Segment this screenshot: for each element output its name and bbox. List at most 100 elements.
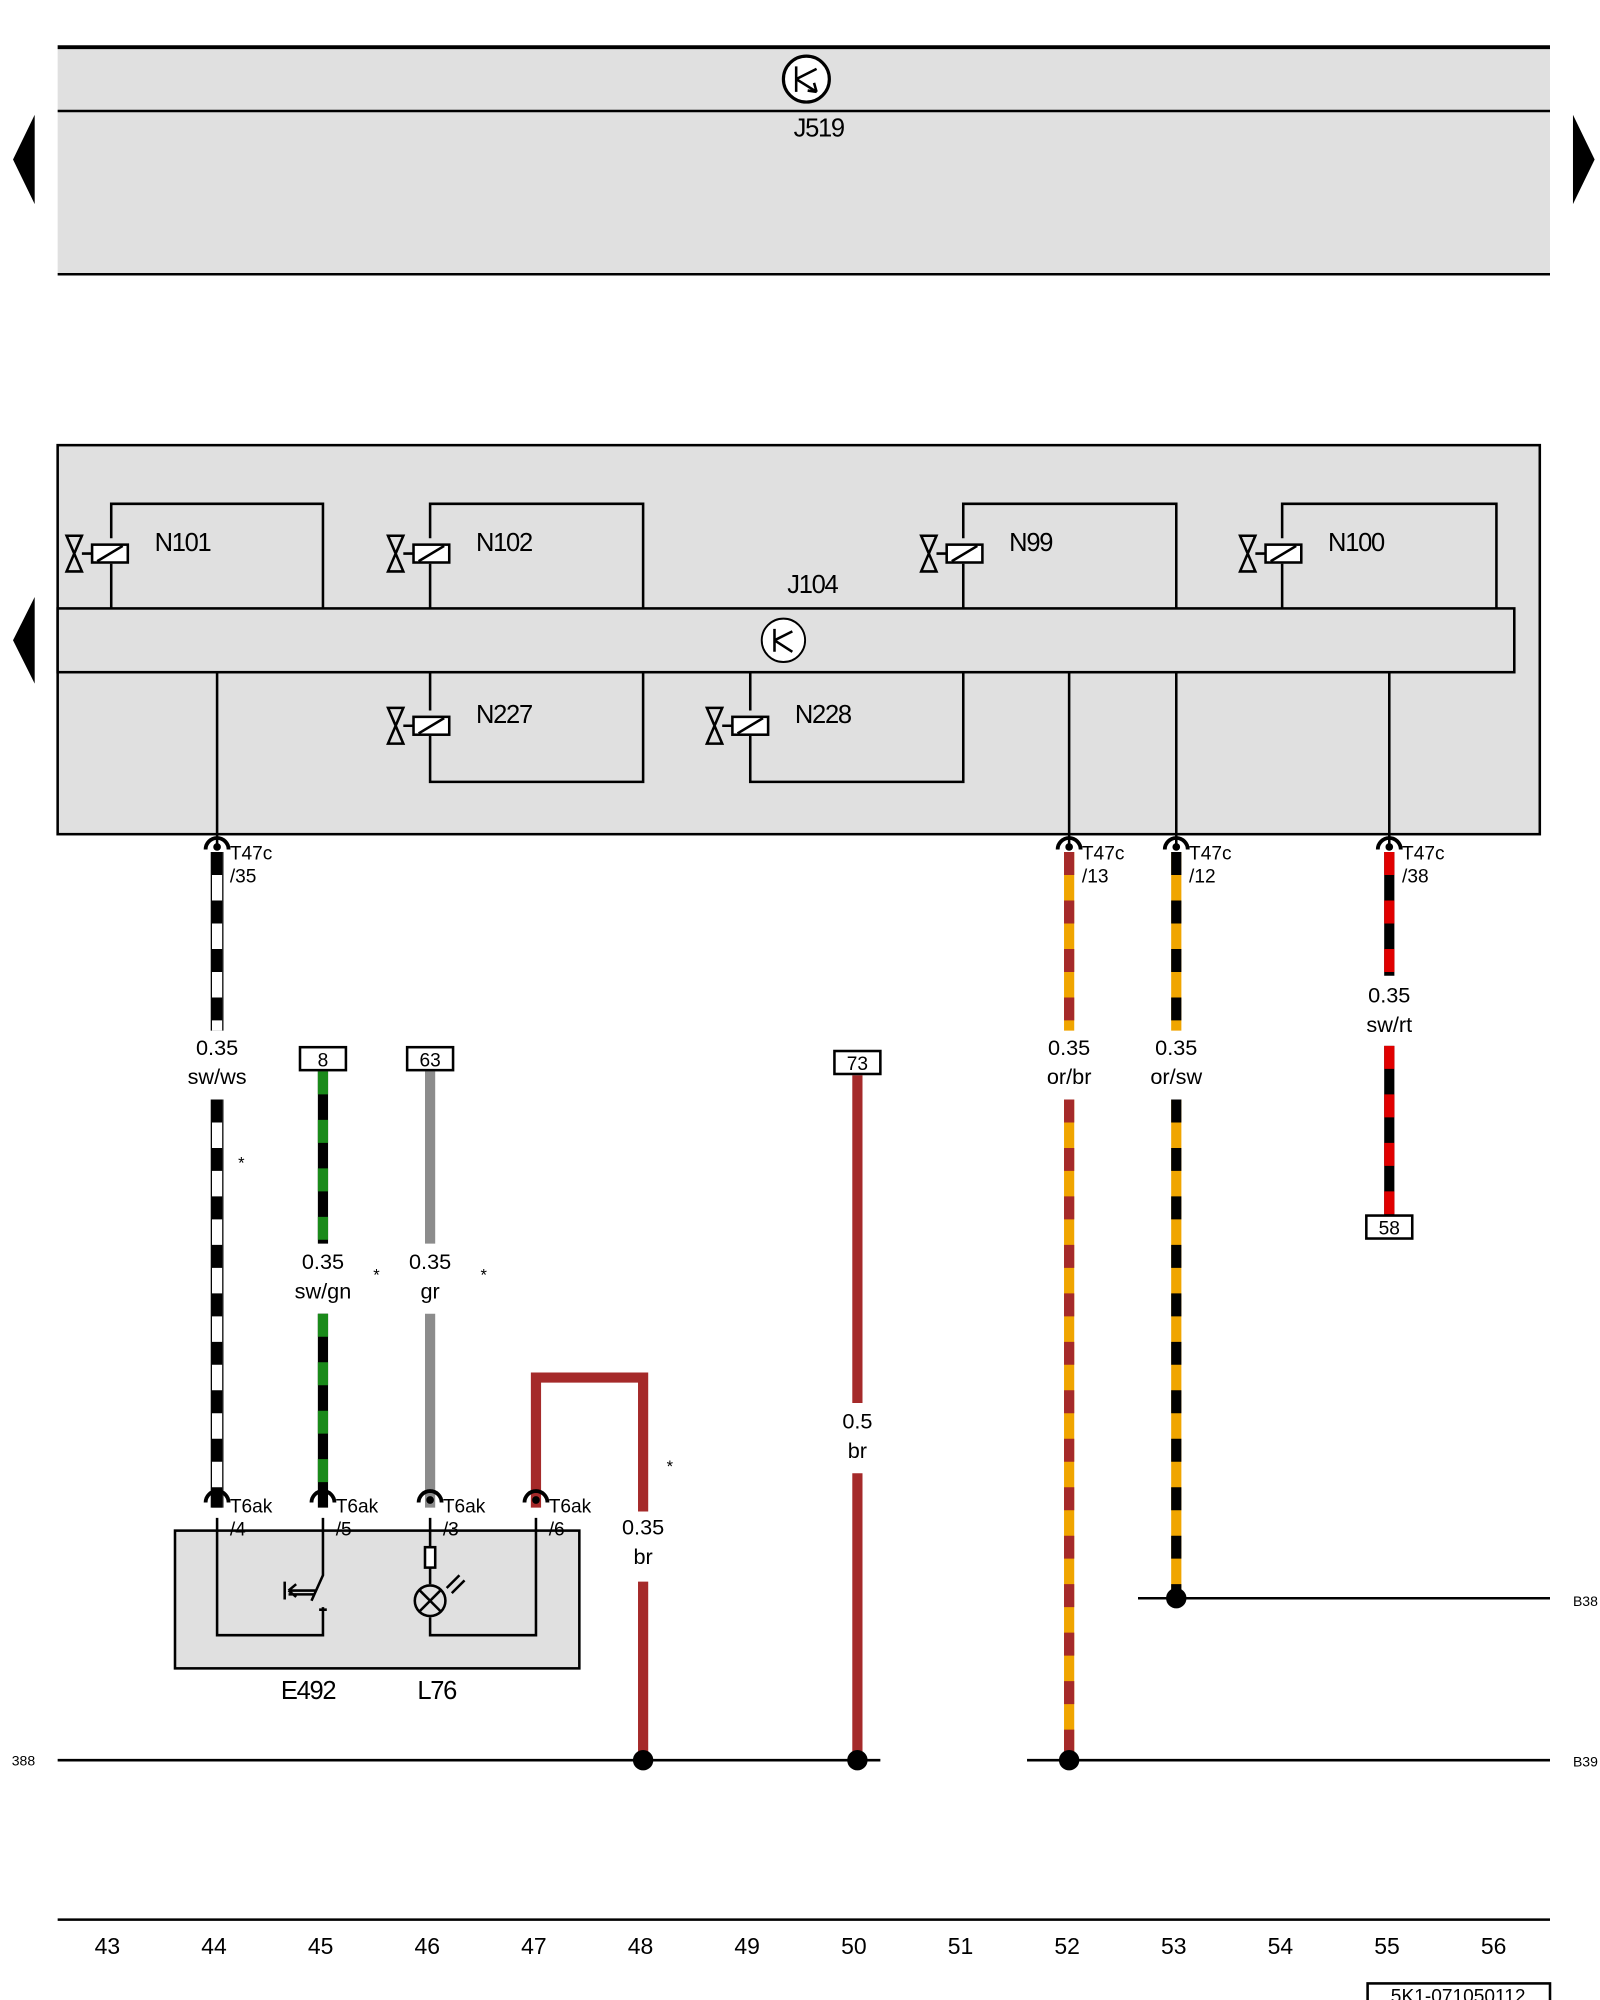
valve-label: N102 (476, 529, 532, 557)
connector-icon (203, 1489, 231, 1503)
wire-size: 0.5 (842, 1409, 872, 1434)
column-number: 55 (1374, 1933, 1400, 1959)
connector[interactable]: T47c/12 (1162, 836, 1232, 888)
module-j519[interactable]: J519 (57, 45, 1550, 276)
column-number: 54 (1268, 1933, 1294, 1959)
connector[interactable]: T6ak/5 (309, 1489, 379, 1541)
connector[interactable]: T6ak/4 (203, 1489, 273, 1541)
module-j519-label: J519 (794, 114, 844, 142)
valve-icon (704, 706, 733, 745)
connector-icon (203, 836, 231, 850)
valve-circuit (961, 502, 1178, 609)
module-j104[interactable]: J104 (56, 443, 1542, 836)
connector-pin: /6 (549, 1520, 565, 1541)
column-number: 56 (1481, 1933, 1507, 1959)
solenoid-coil-icon (736, 717, 764, 735)
ref-box[interactable] (405, 1045, 455, 1072)
connector-icon (1055, 836, 1083, 850)
page-left-arrow-icon[interactable] (13, 596, 35, 684)
connector-pin: /3 (443, 1520, 459, 1541)
wire-color-code: br (633, 1544, 652, 1569)
column-number: 45 (308, 1933, 334, 1959)
switch-module[interactable]: E492 L76 (173, 1517, 581, 1705)
connector-pin: /5 (336, 1520, 352, 1541)
wire-size: 0.35 (1155, 1035, 1197, 1060)
connector-pin: /35 (230, 867, 257, 888)
ref-box[interactable] (833, 1049, 882, 1076)
switch-module-body (173, 1529, 581, 1670)
page-right-arrow-icon[interactable] (1572, 114, 1595, 205)
drawing-code-box (1366, 1982, 1552, 2000)
valve-label: N99 (1009, 529, 1052, 557)
ref-388[interactable]: 388 (12, 1752, 36, 1768)
solenoid-coil-icon (417, 717, 445, 735)
connector-icon (416, 1489, 444, 1503)
column-number: 46 (415, 1933, 441, 1959)
connector-pin-icon (532, 1496, 540, 1504)
connector[interactable]: T47c/38 (1375, 836, 1445, 888)
valve-icon (386, 706, 414, 745)
valve-n102[interactable]: N102 (386, 502, 645, 609)
control-unit-icon (760, 617, 807, 663)
ref-b39[interactable]: B39 (1573, 1754, 1598, 1770)
valve-circuit (428, 502, 645, 609)
wire-6[interactable]: 0.35 or/br T47c/13 (1047, 672, 1125, 1771)
connector-label: T6ak (336, 1497, 379, 1518)
wire-size: 0.35 (409, 1249, 451, 1274)
column-number: 50 (841, 1933, 867, 1959)
lamp-icon (413, 1574, 466, 1618)
solenoid-coil-icon (1270, 544, 1297, 563)
wire-color-code: or/sw (1150, 1064, 1202, 1089)
column-number: 51 (948, 1933, 974, 1959)
switch-label: E492 (281, 1677, 336, 1705)
switch-circuit (215, 1517, 327, 1637)
connector[interactable]: T6ak/3 (416, 1489, 486, 1541)
ref-b38[interactable]: B38 (1573, 1593, 1598, 1609)
solenoid-coil-icon (951, 544, 978, 563)
connector-pin-icon (426, 1496, 434, 1504)
connector[interactable]: T47c/35 (203, 836, 273, 888)
connector[interactable]: T47c/13 (1055, 836, 1125, 888)
column-number: 49 (734, 1933, 760, 1959)
valve-n99[interactable]: N99 (919, 502, 1178, 609)
ref-box[interactable] (1365, 1214, 1414, 1240)
valve-n101[interactable]: N101 (64, 502, 325, 609)
resistor-icon (423, 1545, 437, 1569)
connector-pin: /38 (1402, 867, 1429, 888)
connector[interactable]: T6ak/6 (522, 1489, 592, 1541)
push-switch-icon (283, 1581, 317, 1600)
page-left-arrow-icon[interactable] (13, 114, 35, 205)
ref-box-label: 8 (318, 1050, 329, 1071)
column-number: 44 (201, 1933, 227, 1959)
valve-circuit (748, 672, 965, 784)
valve-label: N100 (1328, 529, 1385, 557)
connector-label: T6ak (549, 1497, 592, 1518)
valve-n228[interactable]: N228 (704, 672, 965, 784)
valve-n227[interactable]: N227 (386, 672, 645, 784)
connector-pin: /12 (1189, 867, 1216, 888)
wire-size: 0.35 (1048, 1035, 1090, 1060)
ref-box[interactable] (298, 1045, 348, 1072)
column-number: 52 (1054, 1933, 1080, 1959)
connector-label: T6ak (230, 1497, 273, 1518)
connector-label: T47c (1189, 844, 1232, 865)
module-j104-label: J104 (787, 571, 838, 599)
wire-size: 0.35 (196, 1035, 238, 1060)
wire-segment[interactable] (530, 1372, 649, 1761)
valve-circuit (109, 502, 325, 609)
control-unit-icon (781, 54, 831, 104)
valve-label: N101 (155, 529, 211, 557)
wire-color-code: gr (420, 1278, 439, 1303)
connector-label: T47c (1082, 844, 1125, 865)
wire-color-code: or/br (1047, 1064, 1092, 1089)
valve-icon (64, 534, 93, 573)
connector-icon (309, 1489, 337, 1503)
valve-n100[interactable]: N100 (1238, 502, 1498, 609)
